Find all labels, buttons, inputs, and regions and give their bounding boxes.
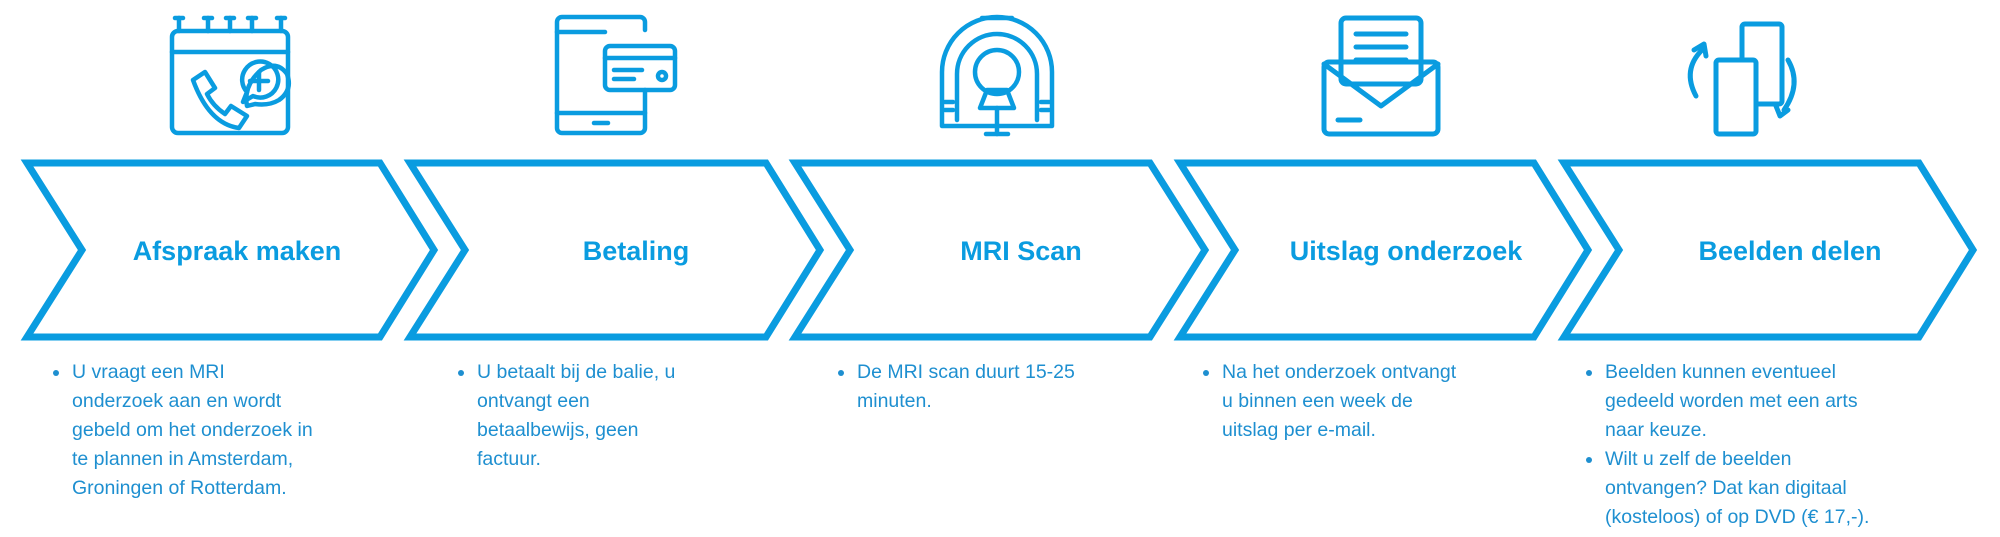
step-description-afspraak-maken: U vraagt een MRI onderzoek aan en wordt … <box>50 358 412 503</box>
chevron-beelden-delen <box>1557 159 1978 341</box>
share-documents-icon <box>1676 10 1806 140</box>
chevron-uitslag-onderzoek <box>1173 159 1593 341</box>
mri-scanner-icon <box>932 10 1062 140</box>
step-label-betaling: Betaling <box>582 236 690 266</box>
bullet-item: U vraagt een MRI onderzoek aan en wordt … <box>53 358 412 503</box>
step-description-uitslag-onderzoek: Na het onderzoek ontvangt u binnen een w… <box>1200 358 1562 445</box>
step-label-afspraak-maken: Afspraak maken <box>132 236 342 266</box>
chevron-mri-scan <box>788 159 1210 341</box>
step-label-beelden-delen: Beelden delen <box>1698 236 1882 266</box>
step-label-uitslag-onderzoek: Uitslag onderzoek <box>1289 236 1523 266</box>
bullet-item: Beelden kunnen eventueel gedeeld worden … <box>1586 358 1965 445</box>
step-description-betaling: U betaalt bij de balie, u ontvangt een b… <box>455 358 797 474</box>
step-description-mri-scan: De MRI scan duurt 15-25 minuten. <box>835 358 1187 416</box>
bullet-item: De MRI scan duurt 15-25 minuten. <box>838 358 1187 416</box>
bullet-item: U betaalt bij de balie, u ontvangt een b… <box>458 358 797 474</box>
step-label-mri-scan: MRI Scan <box>960 236 1082 266</box>
tablet-card-icon <box>550 10 680 140</box>
chevron-afspraak-maken <box>20 159 439 341</box>
bullet-item: Na het onderzoek ontvangt u binnen een w… <box>1203 358 1562 445</box>
bullet-item: Wilt u zelf de beelden ontvangen? Dat ka… <box>1586 445 1965 532</box>
calendar-phone-icon <box>165 10 295 140</box>
envelope-letter-icon <box>1316 10 1446 140</box>
step-description-beelden-delen: Beelden kunnen eventueel gedeeld worden … <box>1583 358 1965 532</box>
chevron-betaling <box>403 159 825 341</box>
